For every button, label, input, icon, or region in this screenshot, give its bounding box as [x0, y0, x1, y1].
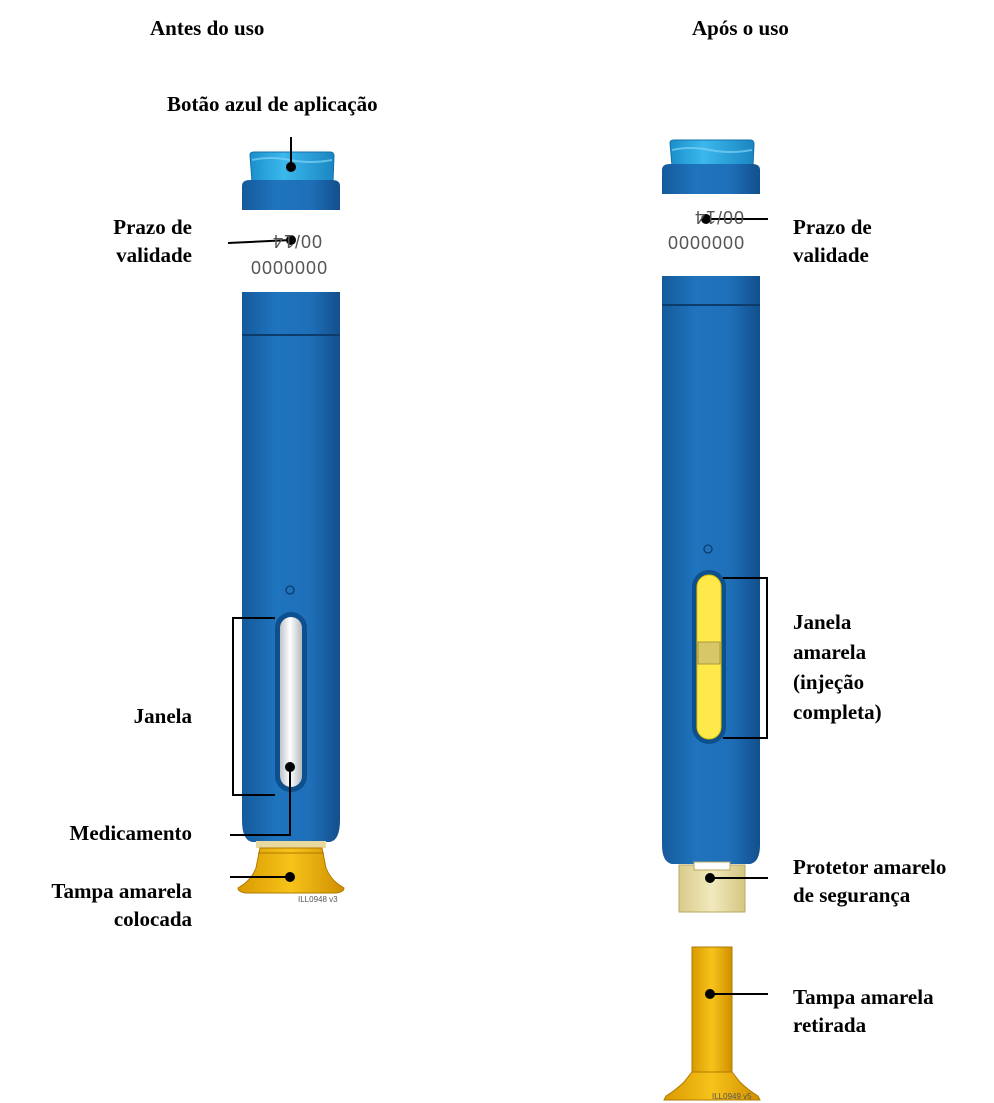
pen-before-use	[237, 151, 345, 894]
yellow-cap-removed-base	[663, 1071, 761, 1101]
illustration-ref-left: ILL0948 v3	[298, 895, 338, 904]
leader-dot-cap-right	[705, 989, 715, 999]
yellow-cap-removed-shaft	[691, 946, 733, 1076]
leader-dot-shield	[705, 873, 715, 883]
label-yellow-cap-on: Tampa amarela colocada	[51, 879, 192, 931]
leader-dot-button	[286, 162, 296, 172]
lot-code-right: 0000000	[668, 233, 746, 253]
pen-body-right	[662, 164, 760, 864]
lot-code-left: 0000000	[251, 258, 329, 278]
label-expiry-left: Prazo de validade	[113, 215, 192, 267]
clear-window	[280, 617, 302, 787]
leaders-left	[227, 137, 292, 878]
exp-code-right: 00/14	[694, 207, 745, 227]
leader-dot-expiry-right	[701, 214, 711, 224]
yellow-safety-shield	[678, 864, 746, 913]
label-blue-button: Botão azul de aplicação	[167, 92, 378, 116]
leader-dot-expiry-left	[286, 235, 296, 245]
leader-dot-cap-left	[285, 872, 295, 882]
leader-dot-medicine	[285, 762, 295, 772]
blue-injection-button-right	[669, 139, 755, 167]
label-medicine: Medicamento	[69, 821, 192, 845]
yellow-cap-attached	[237, 847, 345, 894]
label-expiry-right: Prazo de validade	[793, 215, 872, 267]
label-safety-shield: Protetor amarelo de segurança	[793, 855, 947, 907]
leaders-right	[706, 218, 768, 995]
label-yellow-cap-off: Tampa amarela retirada	[793, 985, 934, 1037]
pen-body	[242, 180, 340, 842]
heading-before-use: Antes do uso	[150, 16, 265, 40]
label-window: Janela	[133, 704, 192, 728]
expiry-label-panel-right	[662, 194, 760, 276]
label-yellow-window: Janela amarela (injeção completa)	[793, 610, 882, 724]
exp-code-left: 00/14	[272, 231, 323, 251]
illustration-ref-right: ILL0949 v5	[712, 1092, 752, 1101]
pen-after-use	[662, 139, 761, 1101]
expiry-label-panel	[242, 210, 340, 292]
heading-after-use: Após o uso	[692, 16, 789, 40]
